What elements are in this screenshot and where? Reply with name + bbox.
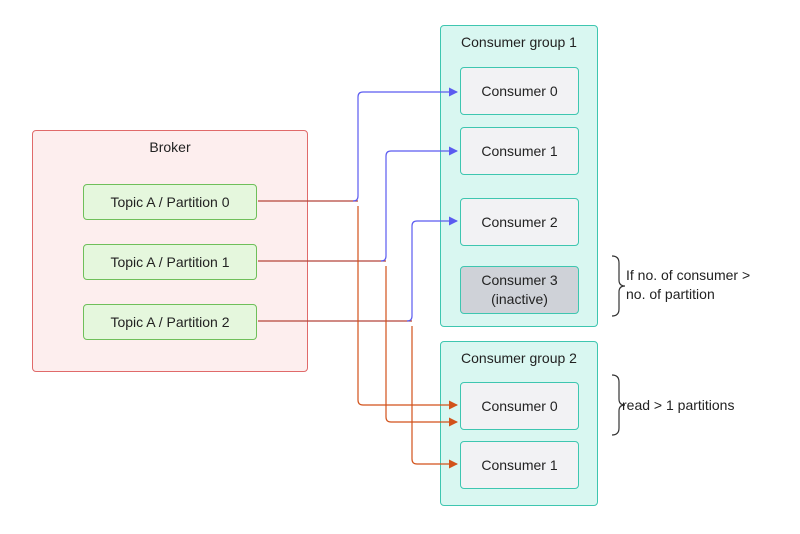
broker-title: Broker (149, 139, 191, 155)
broker-box: Broker Topic A / Partition 0 Topic A / P… (32, 130, 308, 372)
note-read-multiple-partitions: read > 1 partitions (622, 397, 735, 413)
p2-to-g1-consumer2-arrow (406, 216, 458, 322)
p2-to-g2-consumer1-arrow (411, 326, 458, 469)
consumer-group-2-title: Consumer group 2 (461, 350, 577, 366)
p0-to-g1-consumer0-arrow (352, 87, 458, 202)
group1-consumer-3-inactive: Consumer 3 (inactive) (460, 266, 579, 314)
p1-to-g2-consumer0-arrow (385, 266, 458, 427)
brace-inactive-note (611, 255, 626, 317)
group2-consumer-1: Consumer 1 (460, 441, 579, 489)
p1-to-g1-consumer1-arrow (380, 146, 458, 262)
partition-0: Topic A / Partition 0 (83, 184, 257, 220)
group2-consumer-0: Consumer 0 (460, 382, 579, 430)
group1-consumer-1: Consumer 1 (460, 127, 579, 175)
consumer-group-1: Consumer group 1 Consumer 0 Consumer 1 C… (440, 25, 598, 327)
note1-line1: If no. of consumer > (626, 267, 751, 283)
consumer-group-2: Consumer group 2 Consumer 0 Consumer 1 (440, 341, 598, 506)
consumer-group-1-title: Consumer group 1 (461, 34, 577, 50)
p0-to-g2-consumer0-arrow (357, 206, 458, 410)
group1-consumer-0: Consumer 0 (460, 67, 579, 115)
partition-1: Topic A / Partition 1 (83, 244, 257, 280)
partition-2: Topic A / Partition 2 (83, 304, 257, 340)
consumer-3-status: (inactive) (491, 291, 548, 307)
brace-read-note (611, 374, 626, 436)
note-consumer-exceeds-partition: If no. of consumer > no. of partition (626, 266, 750, 304)
consumer-3-name: Consumer 3 (481, 272, 558, 288)
group1-consumer-2: Consumer 2 (460, 198, 579, 246)
note1-line2: no. of partition (626, 286, 715, 302)
